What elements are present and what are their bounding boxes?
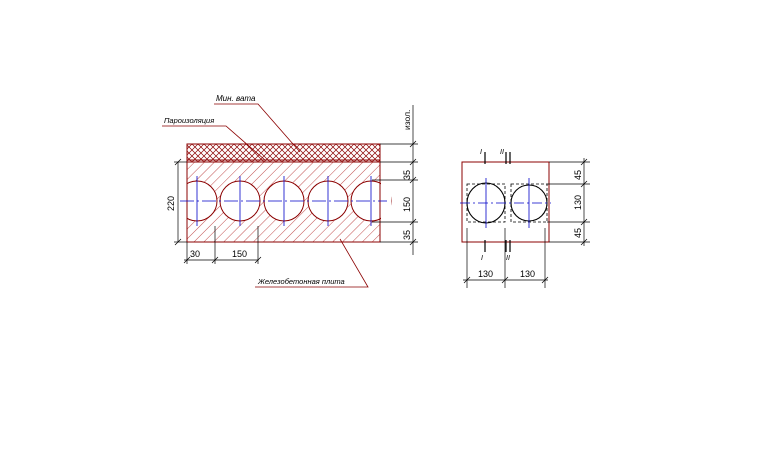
hollow-core-slab — [170, 161, 392, 243]
section-cut-lines — [484, 152, 511, 252]
mineral-wool-label: Мин. вата — [216, 94, 256, 103]
section-view — [460, 152, 551, 252]
dim-edge-offset: 30 — [190, 249, 200, 259]
section-axes — [460, 178, 551, 228]
dim-bottom-rib: 35 — [402, 230, 412, 240]
dim-hole-spacing: 150 — [232, 249, 247, 259]
dim-insulation-label: изол. — [402, 110, 412, 130]
center-axes — [180, 176, 387, 226]
section-mark-two-top: II — [500, 149, 504, 156]
insulation-layer — [186, 143, 381, 163]
leader-lines — [162, 103, 369, 288]
section-dim-left-width: 130 — [478, 269, 493, 279]
section-dim-bottom-rib: 45 — [573, 228, 583, 238]
section-mark-two-bottom: II — [506, 255, 510, 262]
dim-hole-zone: 150 — [402, 197, 412, 212]
section-dim-top-rib: 45 — [573, 170, 583, 180]
slab-label: Железобетонная плита — [257, 277, 345, 286]
section-mark-one-top: I — [480, 149, 482, 156]
section-mark-one-bottom: I — [481, 255, 483, 262]
dim-total-height: 220 — [166, 196, 176, 211]
section-dim-right-width: 130 — [520, 269, 535, 279]
main-dimensions — [174, 105, 418, 264]
vapor-barrier-label: Пароизоляция — [164, 116, 214, 125]
dim-top-rib: 35 — [402, 170, 412, 180]
section-dim-hole-zone: 130 — [573, 195, 583, 210]
section-dimensions — [463, 158, 590, 288]
